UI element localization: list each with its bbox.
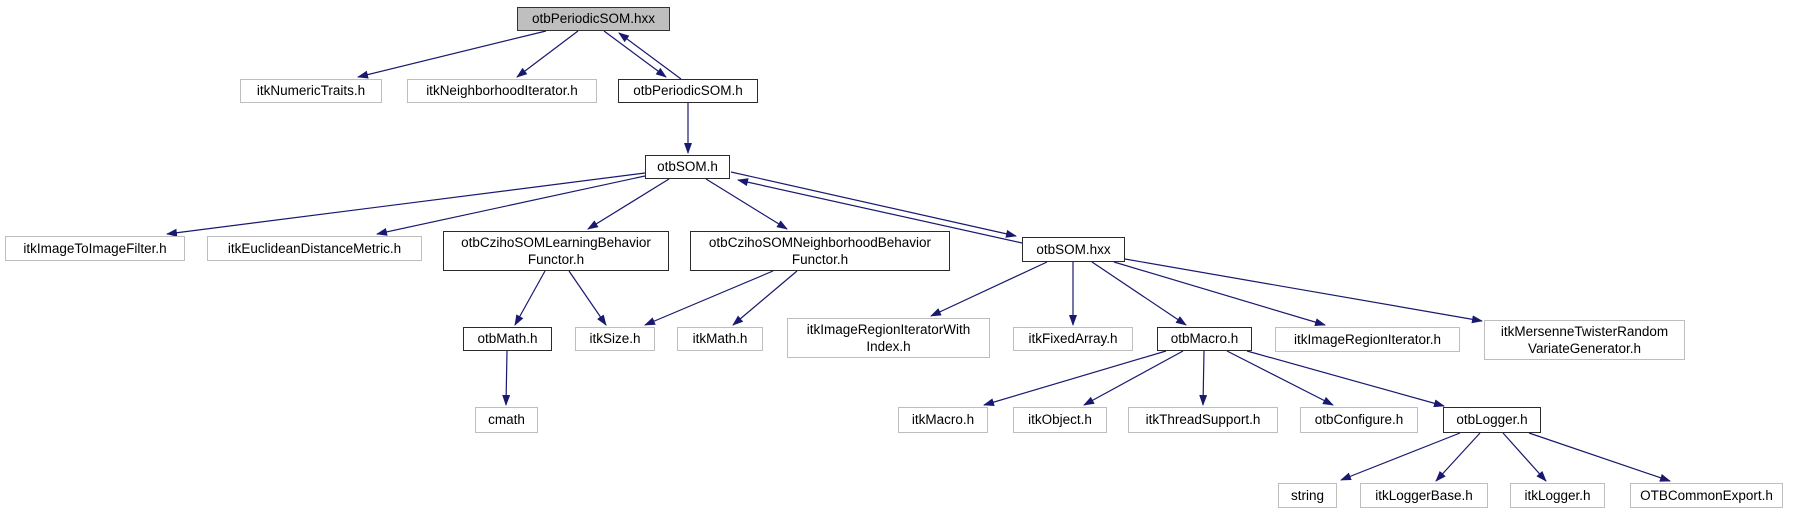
node-itkEuclideanDistanceMetric-h: itkEuclideanDistanceMetric.h	[207, 236, 422, 261]
edge-otbCzihoSOMNeighborhoodBehaviorFunctor.h-to-itkSize.h	[644, 270, 774, 326]
edge-otbMath.h-to-cmath	[502, 350, 511, 406]
edge-otbMacro.h-to-itkObject.h	[1083, 350, 1184, 406]
node-cmath: cmath	[475, 407, 538, 433]
edge-otbSOM.h-to-otbCzihoSOMNeighborhoodBehaviorFunctor.h	[705, 178, 788, 230]
edge-otbPeriodicSOM.hxx-to-itkNeighborhoodIterator.h	[516, 30, 579, 78]
edge-otbLogger.h-to-OTBCommonExport.h	[1528, 432, 1671, 482]
node-otbPeriodicSOM-hxx: otbPeriodicSOM.hxx	[517, 7, 670, 31]
node-itkMacro-h: itkMacro.h	[898, 407, 988, 433]
edge-otbMacro.h-to-otbLogger.h	[1246, 350, 1445, 408]
edge-otbSOM.h-to-otbSOM.hxx	[730, 171, 1017, 238]
node-otbPeriodicSOM-h[interactable]: otbPeriodicSOM.h	[618, 79, 758, 103]
node-itkNumericTraits-h: itkNumericTraits.h	[240, 79, 382, 103]
node-itkImageToImageFilter-h: itkImageToImageFilter.h	[5, 236, 185, 261]
edge-otbSOM.h-to-otbCzihoSOMLearningBehaviorFunctor.h	[587, 178, 670, 230]
edge-otbSOM.hxx-to-otbSOM.h	[737, 178, 1023, 244]
edge-otbSOM.hxx-to-otbMacro.h	[1091, 261, 1187, 326]
node-itkImageRegionIterator-h: itkImageRegionIterator.h	[1275, 327, 1460, 352]
node-otbConfigure-h: otbConfigure.h	[1300, 407, 1418, 433]
node-otbMacro-h[interactable]: otbMacro.h	[1157, 327, 1252, 351]
node-itkSize-h: itkSize.h	[575, 327, 655, 351]
node-otbMath-h[interactable]: otbMath.h	[463, 327, 552, 351]
edge-otbSOM.hxx-to-itkImageRegionIterator.h	[1113, 261, 1326, 326]
node-otbSOM-hxx[interactable]: otbSOM.hxx	[1022, 237, 1125, 262]
edge-otbCzihoSOMNeighborhoodBehaviorFunctor.h-to-itkMath.h	[732, 270, 798, 326]
edge-otbSOM.hxx-to-itkImageRegionIteratorWithIndex.h	[930, 261, 1048, 317]
node-otbCzihoSOMLearningBehaviorFunctor-h[interactable]: otbCzihoSOMLearningBehavior Functor.h	[443, 231, 669, 271]
node-itkMath-h: itkMath.h	[677, 327, 763, 351]
edge-otbMacro.h-to-itkMacro.h	[983, 350, 1167, 406]
edge-otbCzihoSOMLearningBehaviorFunctor.h-to-otbMath.h	[514, 270, 546, 326]
edge-otbPeriodicSOM.h-to-otbPeriodicSOM.hxx	[618, 32, 682, 80]
edge-otbSOM.h-to-itkImageToImageFilter.h	[166, 172, 646, 237]
edge-otbMacro.h-to-itkThreadSupport.h	[1199, 350, 1208, 406]
node-itkThreadSupport-h: itkThreadSupport.h	[1128, 407, 1278, 433]
node-otbSOM-h[interactable]: otbSOM.h	[645, 155, 730, 179]
edge-otbSOM.hxx-to-itkMersenneTwisterRandomVariateGenerator.h	[1124, 258, 1483, 324]
node-itkImageRegionIteratorWithIndex-h: itkImageRegionIteratorWith Index.h	[787, 318, 990, 358]
edge-otbLogger.h-to-string	[1340, 432, 1461, 481]
node-otbCzihoSOMNeighborhoodBehaviorFunctor-h[interactable]: otbCzihoSOMNeighborhoodBehavior Functor.…	[690, 231, 950, 271]
node-itkMersenneTwisterRandomVariateGenerator-h: itkMersenneTwisterRandom VariateGenerato…	[1484, 320, 1685, 360]
node-itkObject-h: itkObject.h	[1013, 407, 1107, 433]
edge-otbPeriodicSOM.hxx-to-itkNumericTraits.h	[357, 30, 547, 79]
node-itkLoggerBase-h: itkLoggerBase.h	[1360, 483, 1488, 508]
node-itkNeighborhoodIterator-h: itkNeighborhoodIterator.h	[407, 79, 597, 103]
edge-otbMacro.h-to-otbConfigure.h	[1226, 350, 1334, 406]
edge-otbLogger.h-to-itkLogger.h	[1502, 432, 1547, 482]
edge-otbPeriodicSOM.hxx-to-otbPeriodicSOM.h	[603, 30, 667, 78]
node-OTBCommonExport-h: OTBCommonExport.h	[1630, 483, 1783, 508]
node-itkFixedArray-h: itkFixedArray.h	[1013, 327, 1133, 351]
node-itkLogger-h: itkLogger.h	[1510, 483, 1605, 508]
edge-otbCzihoSOMLearningBehaviorFunctor.h-to-itkSize.h	[568, 270, 607, 326]
edge-otbSOM.h-to-itkEuclideanDistanceMetric.h	[376, 175, 646, 236]
node-otbLogger-h[interactable]: otbLogger.h	[1443, 407, 1541, 433]
edge-otbLogger.h-to-itkLoggerBase.h	[1435, 432, 1481, 482]
node-string: string	[1278, 483, 1337, 508]
